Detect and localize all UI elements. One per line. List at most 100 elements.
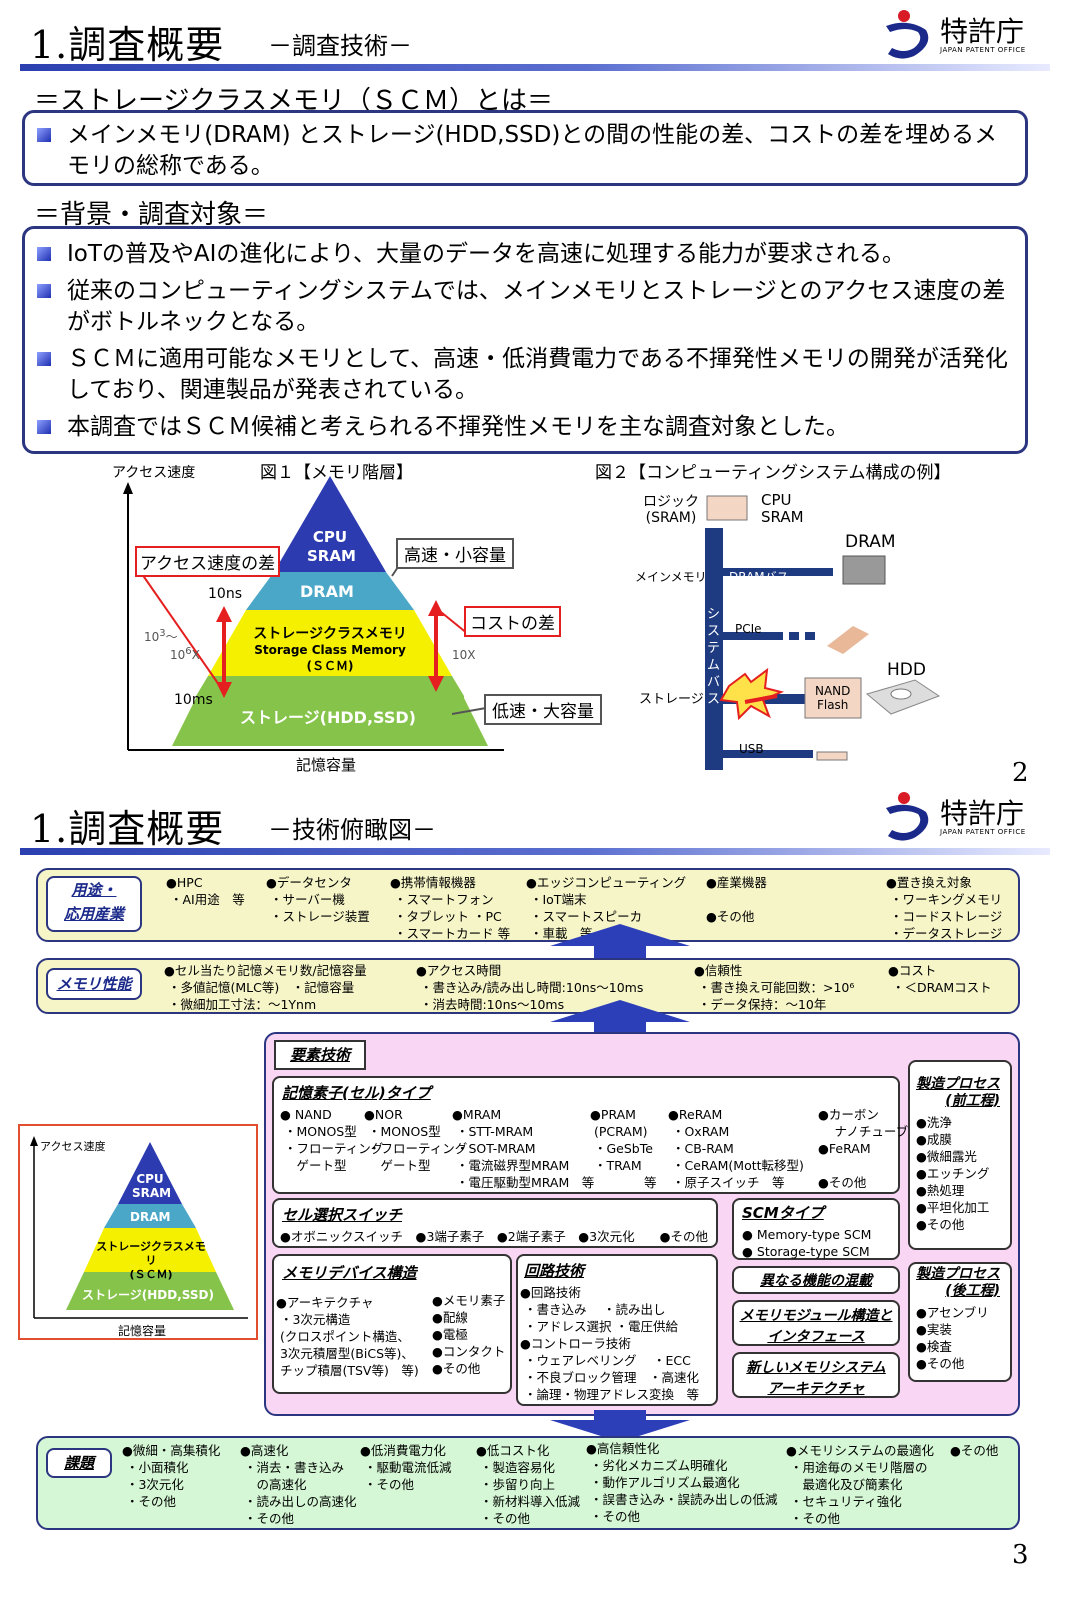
back-process-text: ●アセンブリ ●実装 ●検査 ●その他: [916, 1305, 989, 1371]
ratio-cost: 10X: [452, 648, 476, 662]
cell-col: ●カーボン ナノチューブ ●FeRAM ●その他: [818, 1107, 909, 1190]
app-col: ●HPC ・AI用途 等: [166, 875, 245, 907]
fig2-system-bus: システムバス: [707, 607, 721, 707]
new-memory-system-box: 新しいメモリシステム アーキテクチャ: [732, 1352, 900, 1398]
figure2-system-config: 図２【コンピューティングシステム構成の例】 ロジック (SRAM) CPU SR…: [595, 456, 995, 776]
logo-name: 特許庁: [940, 797, 1025, 830]
issue-col: ●低消費電力化 ・駆動電流低減 ・その他: [360, 1443, 452, 1492]
cell-type-label: 記憶素子(セル)タイプ: [282, 1084, 431, 1102]
perf-col: ●セル当たり記憶メモリ数/記憶容量 ・多値記憶(MLC等) ・記憶容量 ・微細加…: [164, 963, 367, 1012]
cell-col: ●PRAM (PCRAM) ・GeSbTe ・TRAM 等: [590, 1107, 657, 1190]
bg-item: 従来のコンピューティングシステムでは、メインメモリとストレージとのアクセス速度の…: [25, 276, 1013, 338]
bg-item: IoTの普及やAIの進化により、大量のデータを高速に処理する能力が要求される。: [25, 239, 1013, 270]
fig1-storage: ストレージ(HDD,SSD): [240, 708, 416, 727]
fig1-yaxis-label: アクセス速度: [112, 465, 196, 481]
ratio-speed: 103～: [144, 628, 178, 644]
fig1-caption: 図１【メモリ階層】: [260, 463, 413, 483]
fig2-main-memory: メインメモリ: [635, 570, 707, 584]
perf-col: ●アクセス時間 ・書き込み/読み出し時間:10ns～10ms ・消去時間:10n…: [416, 963, 644, 1012]
app-col: ●携帯情報機器 ・スマートフォン ・タブレット ・PC ・スマートカード 等: [390, 875, 511, 941]
fig1-xaxis-label: 記憶容量: [296, 756, 357, 774]
logo-sub: JAPAN PATENT OFFICE: [940, 46, 1026, 54]
memory-module-box: メモリモジュール構造と インタフェース: [732, 1300, 900, 1346]
background-heading: ＝背景・調査対象＝: [34, 200, 269, 230]
fig2-logic-sram: (SRAM): [645, 510, 697, 526]
title-rule: [20, 64, 1050, 71]
scm-definition: メインメモリ(DRAM) とストレージ(HDD,SSD)との間の性能の差、コスト…: [25, 120, 1011, 182]
applications-row: [36, 868, 1020, 942]
mini-yaxis: アクセス速度: [40, 1140, 106, 1153]
arrow-up-icon: [594, 1020, 646, 1034]
mini-hierarchy-figure: アクセス速度 CPU SRAM DRAM ストレージクラスメモリ (ＳＣＭ) ス…: [18, 1124, 258, 1340]
cell-switch-label: セル選択スイッチ: [282, 1206, 403, 1224]
fig1-graphic: [123, 476, 504, 751]
front-process-box: [908, 1060, 1012, 1250]
fig2-logic: ロジック: [643, 494, 699, 510]
fig2-caption: 図２【コンピューティングシステム構成の例】: [595, 463, 951, 483]
ratio-speed-2: 106X: [170, 646, 200, 662]
back-process-label: 製造プロセス (後工程): [916, 1266, 1000, 1299]
logo-name: 特許庁: [940, 15, 1025, 48]
app-col: ●置き換え対象 ・ワーキングメモリ ・コードストレージ ・データストレージ: [886, 875, 1003, 941]
scm-definition-box: メインメモリ(DRAM) とストレージ(HDD,SSD)との間の性能の差、コスト…: [22, 110, 1028, 186]
issue-col: ●その他: [950, 1443, 999, 1458]
app-col: ●産業機器 ●その他: [706, 875, 767, 924]
fig1-scm: ストレージクラスメモリ: [253, 626, 407, 642]
fig2-cpu: CPU: [761, 491, 792, 509]
mixed-function-box: 異なる機能の混載: [732, 1266, 900, 1294]
fig2-graphic: [705, 495, 941, 770]
cell-col: ●MRAM ・STT-MRAM ・SOT-MRAM ・電流磁界型MRAM ・電圧…: [452, 1107, 595, 1190]
fig2-nand: NAND: [815, 684, 851, 698]
memory-device-label: メモリデバイス構造: [282, 1264, 417, 1282]
bg-item: 本調査ではＳＣＭ候補と考えられる不揮発性メモリを主な調査対象とした。: [25, 412, 1013, 443]
mini-hierarchy-graphic: [30, 1136, 248, 1319]
bg-item: ＳＣＭに適用可能なメモリとして、高速・低消費電力である不揮発性メモリの開発が活発…: [25, 344, 1013, 406]
fig2-pcie: PCIe: [735, 622, 762, 636]
issue-col: ●高速化 ・消去・書き込み の高速化 ・読み出しの高速化 ・その他: [240, 1443, 357, 1526]
fig1-sram: SRAM: [307, 547, 356, 565]
page-number-3: 3: [1012, 1540, 1029, 1570]
fig2-flash: Flash: [816, 698, 849, 712]
cell-switch-text: ●オボニックスイッチ ●3端子素子 ●2端子素子 ●3次元化 ●その他: [280, 1229, 709, 1244]
page3-subtitle: －技術俯瞰図－: [268, 816, 436, 844]
scm-type-box: [732, 1198, 900, 1260]
title-rule-p3: [20, 848, 1050, 855]
cell-type-box: [272, 1076, 900, 1194]
back-process-box: [908, 1262, 1012, 1382]
circuit-tech-box: [516, 1254, 718, 1406]
circuit-tech-label: 回路技術: [524, 1262, 585, 1280]
circuit-tech-text: ●回路技術 ・書き込み ・読み出し ・アドレス選択 ・電圧供給 ●コントローラ技…: [520, 1285, 699, 1402]
issues-label: 課題: [46, 1448, 112, 1478]
front-process-text: ●洗浄 ●成膜 ●微細露光 ●エッチング ●熱処理 ●平坦化加工 ●その他: [916, 1115, 990, 1232]
figure1-memory-hierarchy: アクセス速度 図１【メモリ階層】 CPU SRAM DRAM ストレージクラスメ…: [100, 456, 620, 776]
jpo-logo-icon: [886, 10, 929, 59]
fig2-hdd: HDD: [887, 660, 926, 680]
issues-row: [36, 1436, 1020, 1530]
issue-col: ●メモリシステムの最適化 ・用途毎のメモリ階層の 最適化及び簡素化 ・セキュリテ…: [786, 1443, 935, 1526]
fig2-dram-bus: DRAMバス: [729, 570, 789, 584]
memory-device-elements: ●メモリ素子 ●配線 ●電極 ●コンタクト ●その他: [432, 1293, 506, 1376]
jpo-logo-p3: 特許庁 JAPAN PATENT OFFICE: [880, 788, 1050, 843]
mini-xaxis: 記憶容量: [118, 1324, 167, 1338]
element-tech-label: 要素技術: [274, 1040, 366, 1070]
background-box: IoTの普及やAIの進化により、大量のデータを高速に処理する能力が要求される。 …: [22, 226, 1028, 454]
performance-label: メモリ性能: [46, 968, 142, 1000]
scm-type-label: SCMタイプ: [742, 1204, 824, 1222]
arrow-up-icon: [550, 924, 690, 946]
mini-cpu: CPU: [136, 1172, 164, 1186]
cell-col: ●NOR ・MONOS型 ・フローティング ゲート型: [364, 1107, 468, 1173]
memory-device-box: [272, 1254, 512, 1394]
mini-sram: SRAM: [132, 1186, 172, 1200]
app-col: ●データセンタ ・サーバー機 ・ストレージ装置: [266, 875, 370, 924]
fig1-cpu: CPU: [312, 528, 348, 546]
performance-row: [36, 958, 1020, 1014]
fig2-dram: DRAM: [845, 532, 896, 552]
memory-device-arch: ●アーキテクチャ ・3次元構造 (クロスポイント構造、 3次元積層型(BiCS等…: [276, 1295, 419, 1378]
mini-dram: DRAM: [130, 1210, 171, 1224]
page-number-2: 2: [1012, 758, 1029, 788]
fig1-dram: DRAM: [300, 582, 354, 601]
mini-scm: ストレージクラスメモリ: [96, 1240, 206, 1267]
label-10ms: 10ms: [174, 692, 213, 708]
callout-slow-large: 低速・大容量: [484, 694, 602, 725]
page2-title: 1.調査概要: [30, 23, 225, 67]
